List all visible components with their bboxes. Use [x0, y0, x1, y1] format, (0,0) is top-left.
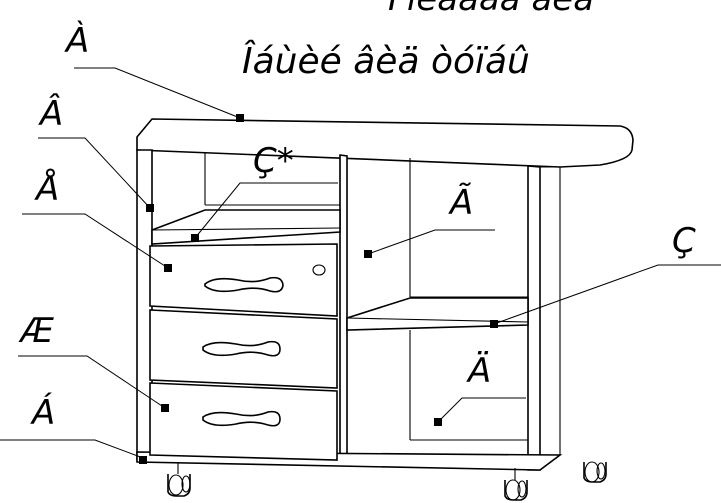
leader-d — [437, 397, 526, 423]
right-side-panel — [527, 165, 541, 471]
drawer-2 — [149, 309, 338, 389]
marker-g — [364, 250, 372, 258]
marker-v — [146, 204, 154, 212]
leader-v — [38, 137, 151, 209]
marker-zh — [161, 404, 169, 412]
label-b: Á — [30, 392, 55, 433]
label-e: Å — [34, 168, 59, 209]
caster-front-left — [167, 462, 191, 497]
leader-a — [74, 67, 241, 119]
diagram-title: Îáùèé âèä òóïáû — [242, 40, 530, 82]
marker-e — [164, 264, 172, 272]
leader-z — [493, 264, 721, 325]
label-zh: Æ — [18, 311, 54, 351]
marker-z-star — [191, 234, 199, 242]
labels: À Â Å Æ Á Ç* Ã Ç Ä — [18, 20, 696, 433]
caster-back-right — [583, 461, 607, 483]
marker-d — [434, 418, 442, 426]
label-v: Â — [38, 93, 63, 134]
callouts — [0, 67, 721, 464]
header-partial-text: Гìèâàäã âèå — [388, 0, 594, 19]
label-z-star: Ç* — [253, 141, 294, 181]
drawer-3 — [149, 382, 338, 461]
right-shelf — [346, 297, 529, 331]
label-a: À — [64, 20, 89, 61]
label-g: Ã — [448, 183, 473, 223]
marker-b — [139, 456, 147, 464]
drawer-1 — [149, 243, 338, 317]
cabinet-drawing — [136, 118, 634, 501]
center-partition — [339, 154, 348, 463]
leader-zh — [18, 355, 166, 409]
leader-b — [0, 439, 144, 459]
marker-a — [236, 114, 244, 122]
marker-z — [490, 320, 498, 328]
label-z: Ç — [672, 221, 696, 261]
caster-front-right — [504, 468, 528, 501]
leader-e — [22, 213, 169, 269]
leader-g — [367, 229, 495, 255]
leader-z-star — [194, 182, 338, 239]
top-board — [136, 118, 634, 168]
label-d: Ä — [466, 351, 491, 391]
upper-left-shelf — [151, 209, 341, 245]
